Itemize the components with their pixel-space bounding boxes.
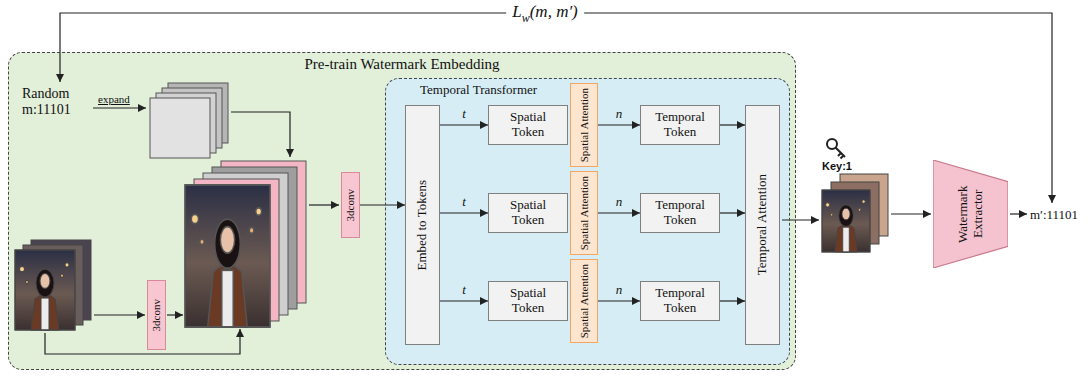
process-box: Temporal Token: [640, 281, 720, 321]
edge-label: n: [616, 282, 623, 298]
combined-tensor: [185, 185, 270, 327]
text-label: m:11101: [22, 102, 71, 118]
flow-arrow: [782, 219, 819, 220]
edge-label: t: [462, 194, 466, 210]
region-title: Temporal Transformer: [420, 83, 537, 98]
conv-block: 3dconv: [341, 172, 360, 238]
connector-arrow: [598, 212, 640, 213]
loss-formula: L: [512, 2, 521, 22]
flow-arrow: [1010, 213, 1027, 214]
attention-bar: Spatial Attention: [570, 83, 598, 167]
region-title: Pre-train Watermark Embedding: [9, 56, 795, 73]
connector-arrow: [598, 124, 640, 125]
combined-tensor: [185, 161, 306, 327]
node-label: Temporal Token: [645, 198, 715, 228]
attention-bar: Spatial Attention: [570, 171, 598, 255]
text-label: m′:11101: [1030, 207, 1078, 223]
loss-formula: (m, m′): [530, 2, 578, 22]
flow-arrow: [891, 213, 931, 214]
flow-arrow: [45, 329, 240, 354]
node-label: 3dconv: [344, 189, 357, 221]
text-label: expand: [98, 93, 130, 105]
node-label: Watermark Extractor: [956, 163, 986, 265]
watermark-tensor: [150, 98, 210, 158]
conv-block: 3dconv: [147, 280, 166, 350]
edge-label: n: [616, 106, 623, 122]
edge-label: t: [462, 106, 466, 122]
process-box: Spatial Token: [488, 193, 568, 233]
edge-label: n: [616, 194, 623, 210]
extractor-trapezoid: Watermark Extractor: [933, 160, 1008, 268]
region-fill: [8, 52, 796, 370]
input-video-frames: [15, 250, 75, 330]
node-label: Temporal Token: [645, 286, 715, 316]
node-label: Temporal Token: [645, 110, 715, 140]
connector-arrow: [440, 124, 488, 125]
process-box: Embed to Tokens: [405, 105, 440, 345]
edge-label: t: [462, 282, 466, 298]
node-label: Temporal Attention: [755, 174, 770, 275]
watermarked-video-frames: [822, 190, 870, 252]
connector-arrow: [720, 124, 745, 125]
text-label: Random: [22, 86, 69, 102]
node-label: 3dconv: [150, 299, 163, 331]
attention-bar: Spatial Attention: [570, 259, 598, 343]
region-fill: [385, 78, 790, 365]
node-label: Spatial Token: [493, 198, 563, 228]
extractor-trapezoid: [933, 160, 1008, 268]
node-label: Spatial Attention: [578, 176, 591, 250]
flow-arrow: [93, 107, 146, 108]
node-label: Embed to Tokens: [415, 180, 430, 271]
combined-tensor: [185, 185, 270, 327]
flow-arrow: [167, 314, 183, 315]
node-label: Spatial Attention: [578, 264, 591, 338]
flow-arrow: [231, 112, 290, 157]
input-video-frames: [15, 240, 91, 330]
process-box: Temporal Token: [640, 193, 720, 233]
connector-arrow: [598, 300, 640, 301]
watermark-tensor: [150, 83, 228, 158]
key-icon: [836, 148, 846, 159]
input-video-frames: [15, 250, 75, 330]
region-band: Embed to TokensSpatial TokenSpatial Atte…: [385, 78, 790, 365]
process-box: Temporal Token: [640, 105, 720, 145]
key-icon: [827, 139, 845, 159]
watermarked-video-frames: [822, 190, 870, 252]
flow-arrow: [94, 314, 145, 315]
node-label: Spatial Token: [493, 286, 563, 316]
region-fill: [8, 52, 796, 370]
connector-arrow: [360, 204, 406, 205]
node-label: Spatial Token: [493, 110, 563, 140]
process-box: Spatial Token: [488, 105, 568, 145]
flow-arrow: [309, 204, 339, 205]
connector-arrow: [720, 300, 745, 301]
process-box: Temporal Attention: [745, 105, 780, 345]
connector-arrow: [440, 300, 488, 301]
node-label: Spatial Attention: [578, 88, 591, 162]
loss-label-patch: Lw(m, m′): [506, 2, 584, 22]
connector-arrow: [440, 212, 488, 213]
process-box: Spatial Token: [488, 281, 568, 321]
text-label: Key:1: [822, 160, 852, 172]
watermarked-video-frames: [822, 174, 888, 252]
loss-formula: w: [522, 11, 530, 26]
connector-arrow: [720, 212, 745, 213]
